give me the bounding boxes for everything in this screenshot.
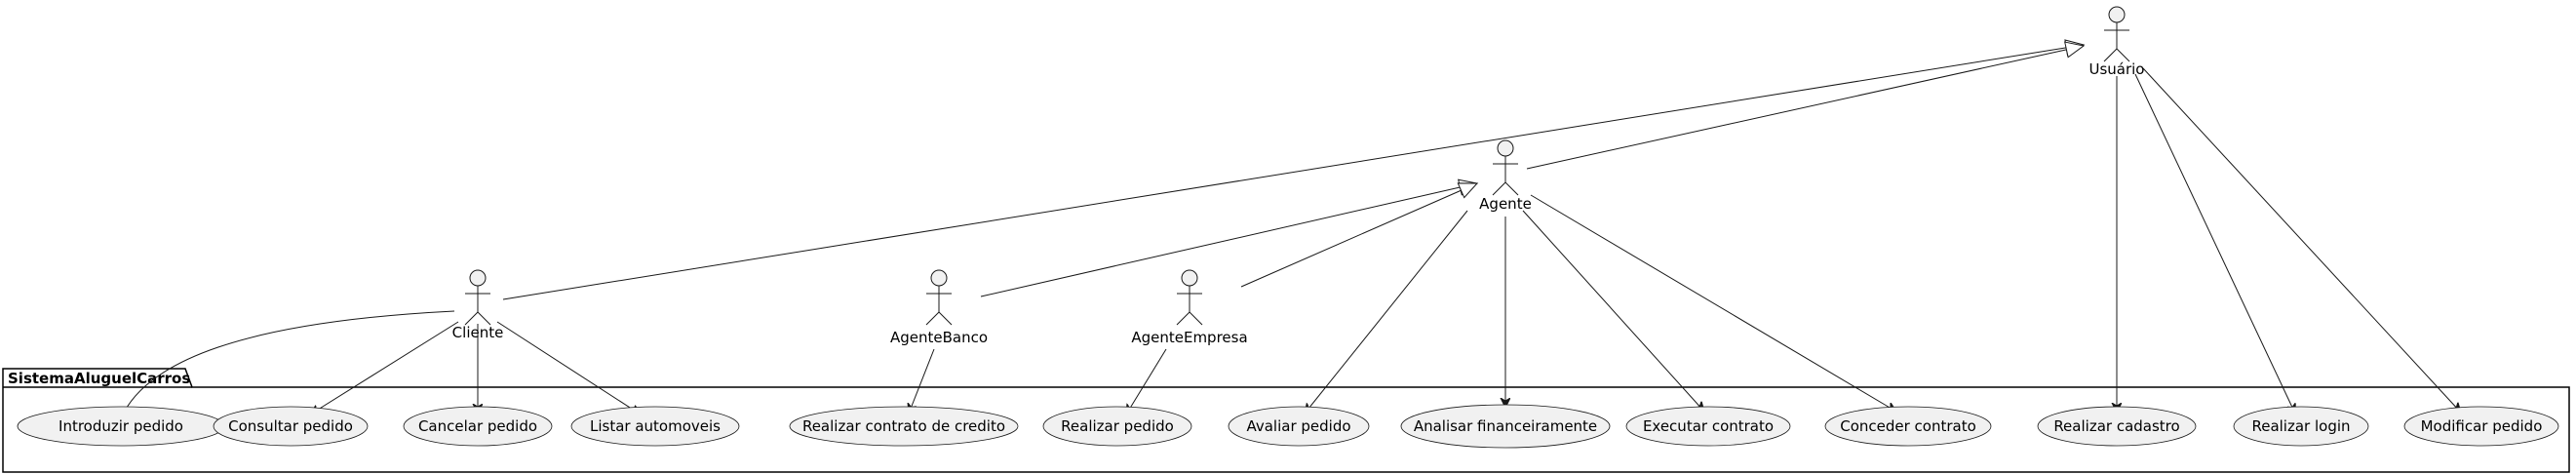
actor-label-agente-empresa: AgenteEmpresa	[1131, 329, 1247, 346]
edge-usuario-realizar-login	[2134, 73, 2295, 414]
edge-cliente-listar-automoveis	[496, 321, 641, 415]
edge-cliente-consultar-pedido	[310, 321, 459, 415]
edge-agentebanco-realizar-contrato	[909, 348, 935, 414]
use-case-conceder-contrato[interactable]: Conceder contrato	[1824, 406, 1992, 447]
association-edges	[121, 67, 2461, 418]
actor-label-usuario: Usuário	[2088, 60, 2144, 78]
use-case-label: Listar automoveis	[590, 417, 721, 435]
edge-agente-avaliar-pedido	[1305, 210, 1468, 414]
actor-label-agente: Agente	[1479, 195, 1532, 213]
use-case-label: Executar contrato	[1643, 417, 1774, 435]
edge-agente-conceder-contrato	[1530, 194, 1896, 412]
use-case-introduzir-pedido[interactable]: Introduzir pedido	[17, 406, 225, 447]
edge-agenteempresa-realizar-pedido	[1126, 348, 1167, 415]
edge-agente-usuario	[1526, 41, 2086, 170]
use-case-label: Realizar pedido	[1061, 417, 1174, 435]
use-case-label: Avaliar pedido	[1246, 417, 1350, 435]
use-case-label: Introduzir pedido	[59, 417, 183, 435]
actor-cliente[interactable]: Cliente	[452, 269, 504, 341]
use-case-executar-contrato[interactable]: Executar contrato	[1625, 406, 1791, 447]
use-case-label: Realizar cadastro	[2053, 417, 2179, 435]
use-case-consultar-pedido[interactable]: Consultar pedido	[213, 406, 369, 447]
use-case-realizar-login[interactable]: Realizar login	[2233, 406, 2369, 447]
edge-agentebanco-agente	[980, 178, 1479, 297]
use-case-realizar-pedido[interactable]: Realizar pedido	[1042, 406, 1192, 447]
actor-usuario[interactable]: Usuário	[2088, 6, 2145, 78]
edge-cliente-usuario	[502, 39, 2086, 300]
use-case-label: Realizar contrato de credito	[802, 417, 1005, 435]
use-case-label: Consultar pedido	[228, 417, 353, 435]
use-case-listar-automoveis[interactable]: Listar automoveis	[570, 406, 740, 447]
use-case-label: Modificar pedido	[2421, 417, 2543, 435]
actor-agente-empresa[interactable]: AgenteEmpresa	[1131, 269, 1248, 346]
actor-label-cliente: Cliente	[452, 324, 504, 341]
use-case-label: Realizar login	[2251, 417, 2350, 435]
use-case-analisar-financeiramente[interactable]: Analisar financeiramente	[1400, 404, 1611, 449]
use-case-realizar-contrato-credito[interactable]: Realizar contrato de credito	[789, 406, 1019, 447]
use-case-label: Analisar financeiramente	[1414, 417, 1597, 435]
actor-agente-banco[interactable]: AgenteBanco	[890, 269, 988, 346]
package-title: SistemaAluguelCarros	[8, 370, 190, 387]
edge-agenteempresa-agente	[1240, 182, 1479, 288]
edge-agente-executar-contrato	[1522, 210, 1704, 412]
generalization-edges	[502, 39, 2086, 300]
actor-agente[interactable]: Agente	[1479, 139, 1532, 213]
edge-usuario-modificar-pedido	[2142, 67, 2461, 413]
edge-cliente-introduzir-pedido	[121, 310, 455, 418]
actor-label-agente-banco: AgenteBanco	[890, 329, 988, 346]
use-case-modificar-pedido[interactable]: Modificar pedido	[2403, 406, 2559, 447]
use-case-realizar-cadastro[interactable]: Realizar cadastro	[2037, 406, 2197, 447]
package-sistema-aluguel-carros: SistemaAluguelCarros	[2, 368, 2570, 473]
use-case-label: Conceder contrato	[1840, 417, 1976, 435]
use-case-avaliar-pedido[interactable]: Avaliar pedido	[1228, 406, 1370, 447]
use-case-cancelar-pedido[interactable]: Cancelar pedido	[403, 406, 553, 447]
use-case-label: Cancelar pedido	[418, 417, 537, 435]
